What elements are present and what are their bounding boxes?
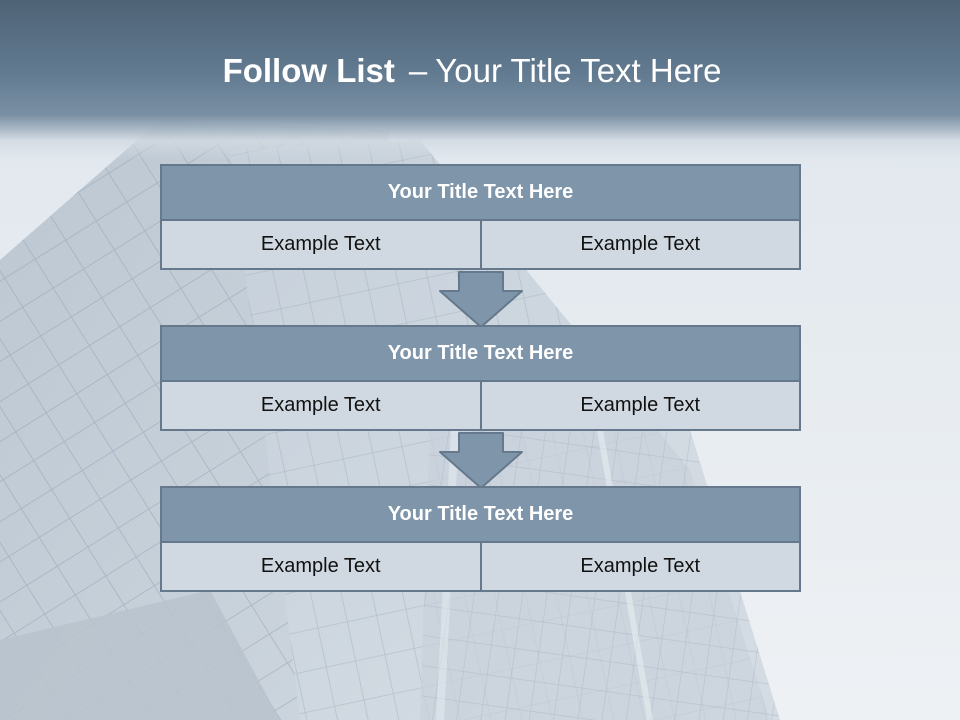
block-cell-right: Example Text [481, 382, 801, 431]
block-cell-right: Example Text [481, 221, 801, 270]
block-title: Your Title Text Here [160, 486, 801, 543]
follow-block-1: Your Title Text Here Example Text Exampl… [160, 164, 801, 270]
slide-title-rest: Your Title Text Here [435, 52, 722, 89]
block-row: Example Text Example Text [160, 382, 801, 431]
slide-title-separator: – [408, 52, 428, 89]
follow-block-3: Your Title Text Here Example Text Exampl… [160, 486, 801, 592]
block-cell-left: Example Text [160, 543, 482, 592]
block-cell-left: Example Text [160, 382, 482, 431]
down-arrow-icon [439, 432, 523, 489]
block-cell-right: Example Text [481, 543, 801, 592]
block-title: Your Title Text Here [160, 325, 801, 382]
follow-block-2: Your Title Text Here Example Text Exampl… [160, 325, 801, 431]
slide-title-bold: Follow List [222, 52, 395, 89]
block-cell-left: Example Text [160, 221, 482, 270]
slide-title: Follow List–Your Title Text Here [0, 52, 944, 90]
block-row: Example Text Example Text [160, 543, 801, 592]
block-title: Your Title Text Here [160, 164, 801, 221]
block-row: Example Text Example Text [160, 221, 801, 270]
down-arrow-icon [439, 271, 523, 328]
title-header-band [0, 0, 960, 160]
